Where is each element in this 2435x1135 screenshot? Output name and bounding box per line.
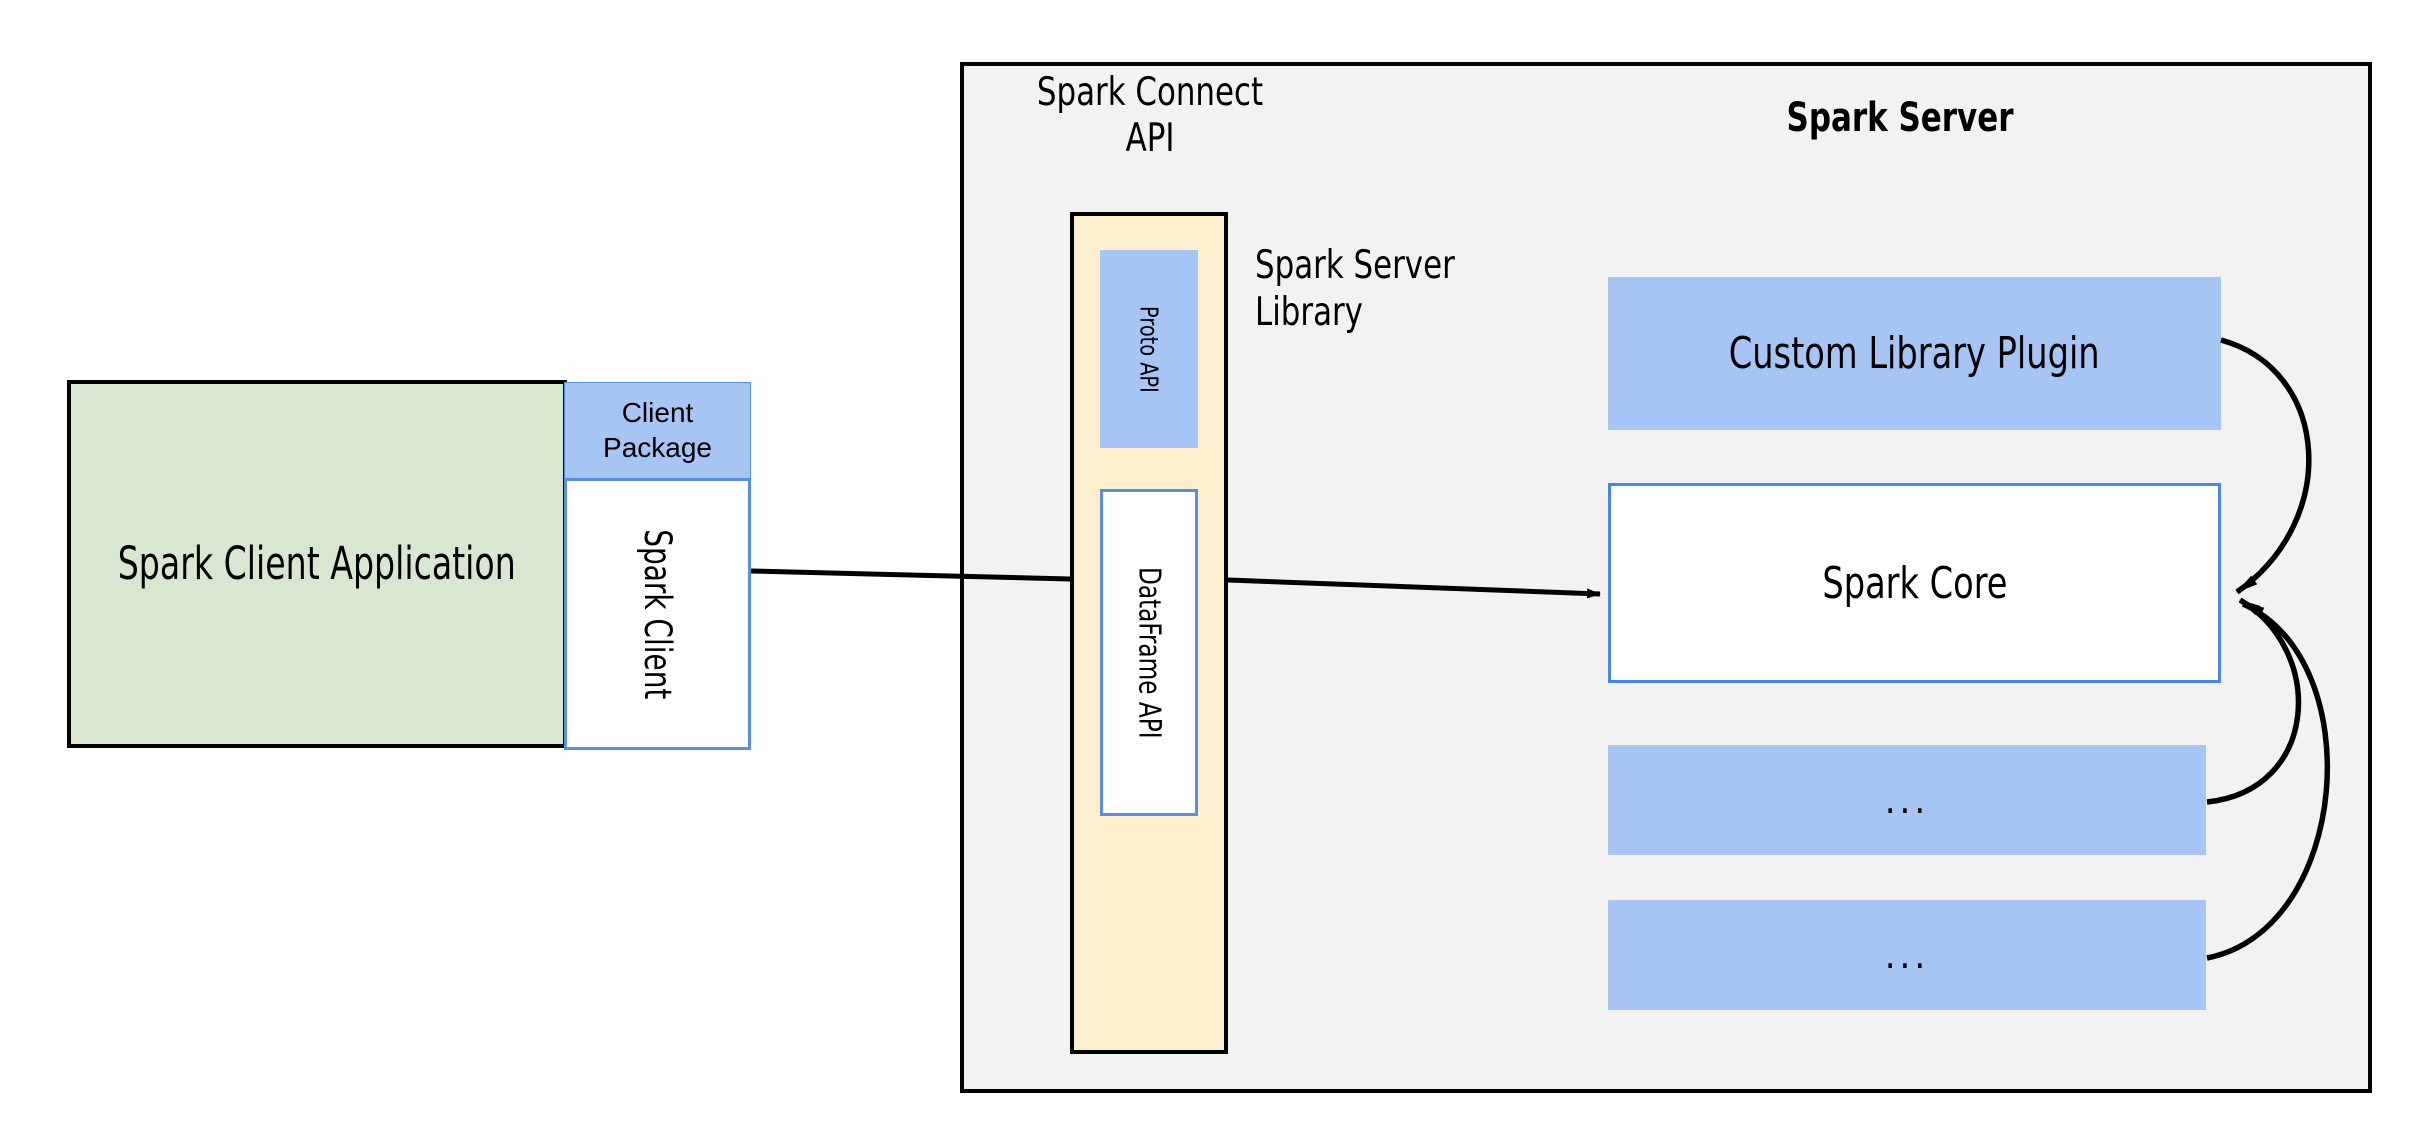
dataframe-api-label: DataFrame API — [1131, 566, 1167, 739]
custom-library-plugin-label: Custom Library Plugin — [1729, 328, 2100, 379]
ellipsis-label: ... — [1884, 932, 1930, 977]
ellipsis-label: ... — [1884, 777, 1930, 822]
spark-core-label: Spark Core — [1821, 557, 2008, 609]
proto-api-box[interactable]: Proto API — [1100, 250, 1198, 448]
spark-client-application-box[interactable]: Spark Client Application — [67, 380, 567, 748]
spark-client-application-label: Spark Client Application — [117, 536, 517, 590]
spark-server-library-label: Spark Server Library — [1255, 243, 1455, 335]
spark-server-title: Spark Server — [1786, 95, 2014, 141]
proto-api-label: Proto API — [1134, 305, 1164, 393]
server-component-placeholder-box-2[interactable]: ... — [1608, 900, 2206, 1010]
spark-client-box[interactable]: Spark Client — [564, 478, 751, 750]
server-component-placeholder-box-1[interactable]: ... — [1608, 745, 2206, 855]
spark-connect-api-label: Spark Connect API — [1036, 70, 1264, 162]
dataframe-api-box[interactable]: DataFrame API — [1100, 489, 1198, 816]
client-package-box[interactable]: Client Package — [564, 382, 751, 479]
spark-core-box[interactable]: Spark Core — [1608, 483, 2221, 683]
spark-client-label: Spark Client — [636, 528, 679, 700]
custom-library-plugin-box[interactable]: Custom Library Plugin — [1608, 277, 2221, 430]
client-package-label: Client Package — [603, 397, 712, 463]
